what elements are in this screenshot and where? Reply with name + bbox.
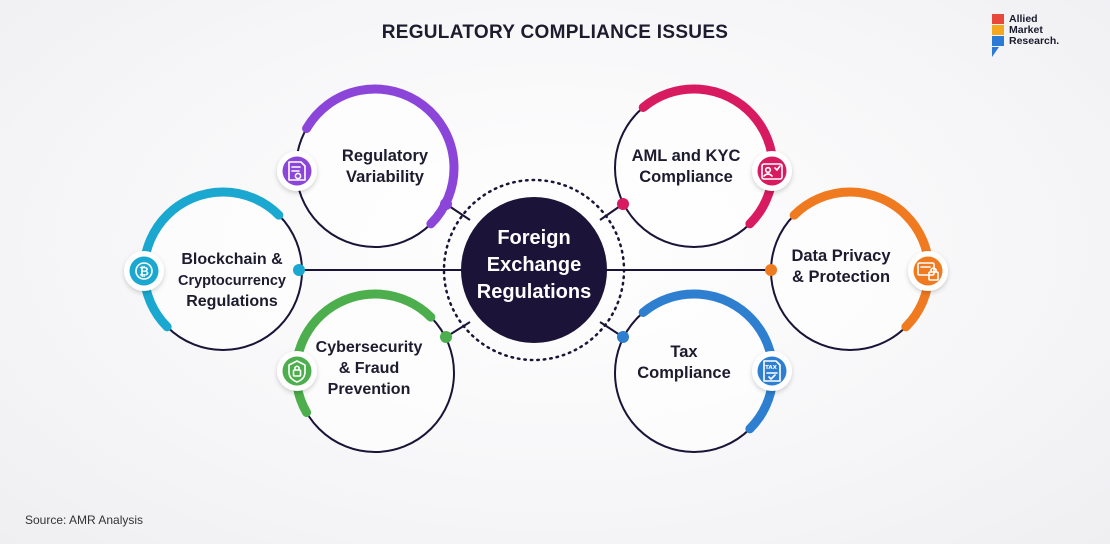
logo-line: Market (1009, 24, 1043, 36)
center-label-line: Regulations (477, 281, 591, 303)
shield-lock-icon (277, 351, 317, 391)
node-accent-arc (789, 187, 934, 332)
node-label-line: Variability (346, 168, 425, 186)
bitcoin-icon: ₿ (124, 251, 164, 291)
node-accent-arc (139, 187, 284, 332)
node-accent-arc (638, 289, 778, 434)
center-label-line: Foreign (497, 227, 570, 249)
padlock-screen-icon (908, 251, 948, 291)
node-label-line: Regulations (186, 293, 278, 310)
node-label-line: Tax (670, 343, 698, 361)
node-label-line: Compliance (637, 364, 731, 382)
connector-dot (440, 198, 452, 210)
source-note: Source: AMR Analysis (25, 513, 144, 527)
logo-line: Allied (1009, 13, 1038, 25)
id-card-check-icon (752, 151, 792, 191)
node-accent-arc (302, 84, 459, 229)
connector-dot (617, 331, 629, 343)
node-label-line: AML and KYC (632, 147, 741, 165)
node-label-line: Regulatory (342, 147, 429, 165)
node-label-line: & Protection (792, 268, 890, 286)
node-label-line: Compliance (639, 168, 733, 186)
node-data-privacy: Data Privacy & Protection (765, 187, 948, 351)
svg-text:₿: ₿ (139, 265, 149, 279)
connector-dot (765, 264, 777, 276)
node-label-line: & Fraud (339, 360, 399, 377)
node-label-line: Cybersecurity (316, 339, 423, 356)
node-label-line: Blockchain & (181, 251, 283, 268)
node-aml-kyc: AML and KYC Compliance (614, 84, 792, 248)
node-label-line: Prevention (328, 381, 411, 398)
connector-dot (440, 331, 452, 343)
node-label-line: Data Privacy (791, 247, 891, 265)
connector-dot (293, 264, 305, 276)
document-gear-icon (277, 151, 317, 191)
page-title: REGULATORY COMPLIANCE ISSUES (381, 22, 729, 43)
node-label-line: Cryptocurrency (178, 273, 286, 289)
center-dotted-ring (442, 178, 626, 362)
center-disc (461, 197, 607, 343)
tax-document-icon: TAX (752, 351, 792, 391)
svg-text:TAX: TAX (765, 365, 778, 371)
node-accent-arc (638, 84, 778, 229)
logo-text: Allied Market Research. (1009, 14, 1059, 47)
logo-line: Research. (1009, 35, 1060, 47)
logo: Allied Market Research. (992, 12, 1082, 60)
center-label-line: Exchange (487, 254, 581, 276)
connector-dot (617, 198, 629, 210)
